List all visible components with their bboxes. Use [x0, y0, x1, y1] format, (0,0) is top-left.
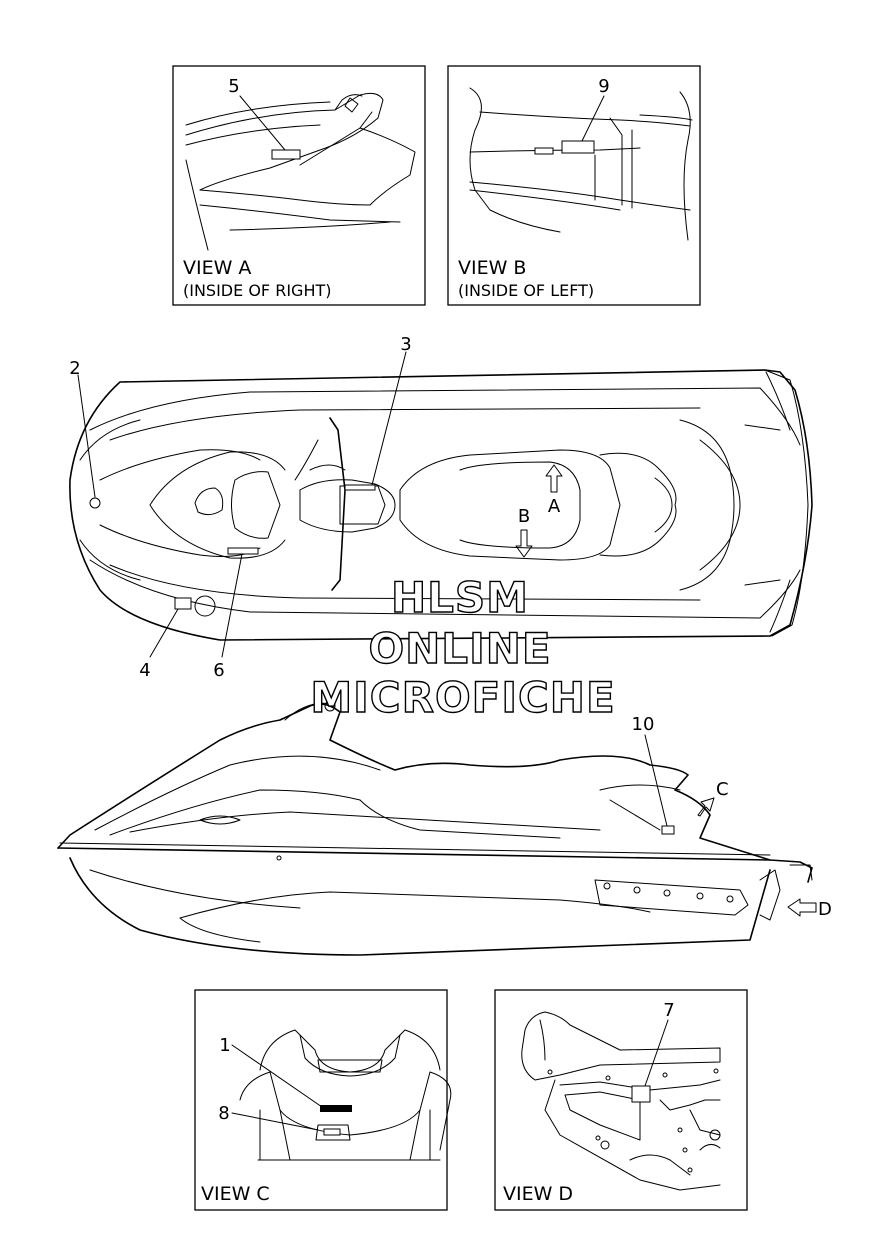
view-d-panel: 7 VIEW D — [494, 989, 748, 1211]
callout-3: 3 — [400, 334, 411, 355]
view-b-title: VIEW B — [458, 257, 526, 279]
view-d-drawing — [521, 1011, 721, 1191]
callout-6: 6 — [213, 660, 224, 681]
watermark-line-1: HLSM — [391, 573, 529, 622]
view-a-panel: 5 VIEW A (INSIDE OF RIGHT) — [172, 65, 426, 306]
view-a-frame — [172, 65, 426, 306]
view-b-subtitle: (INSIDE OF LEFT) — [458, 281, 594, 300]
view-c-panel: 1 8 VIEW C — [194, 989, 452, 1211]
view-c-title: VIEW C — [201, 1183, 270, 1205]
callout-4: 4 — [139, 660, 150, 681]
callout-7: 7 — [663, 1000, 674, 1021]
callout-9: 9 — [598, 76, 609, 97]
callout-5: 5 — [228, 76, 239, 97]
watermark: HLSM ONLINE MICROFICHE — [310, 572, 616, 722]
watermark-line-2: ONLINE — [368, 624, 551, 673]
arrow-d-label: D — [818, 899, 832, 920]
view-c-frame — [194, 989, 448, 1211]
arrow-b-label: B — [518, 506, 530, 527]
view-d-title: VIEW D — [503, 1183, 573, 1205]
arrow-a-label: A — [548, 496, 561, 517]
callout-1: 1 — [219, 1035, 230, 1056]
view-b-panel: 9 VIEW B (INSIDE OF LEFT) — [447, 65, 701, 306]
arrow-c-label: C — [716, 779, 729, 800]
watermark-line-3: MICROFICHE — [310, 673, 615, 722]
view-a-subtitle: (INSIDE OF RIGHT) — [183, 281, 331, 300]
callout-2: 2 — [69, 358, 80, 379]
view-a-title: VIEW A — [183, 257, 251, 279]
watercraft-top-view — [69, 351, 813, 658]
view-c-drawing — [231, 1029, 452, 1161]
callout-8: 8 — [218, 1103, 229, 1124]
view-b-frame — [447, 65, 701, 306]
view-a-drawing — [185, 92, 416, 251]
watercraft-side-view — [57, 700, 817, 956]
view-b-drawing — [469, 87, 693, 241]
callout-10: 10 — [632, 714, 655, 735]
